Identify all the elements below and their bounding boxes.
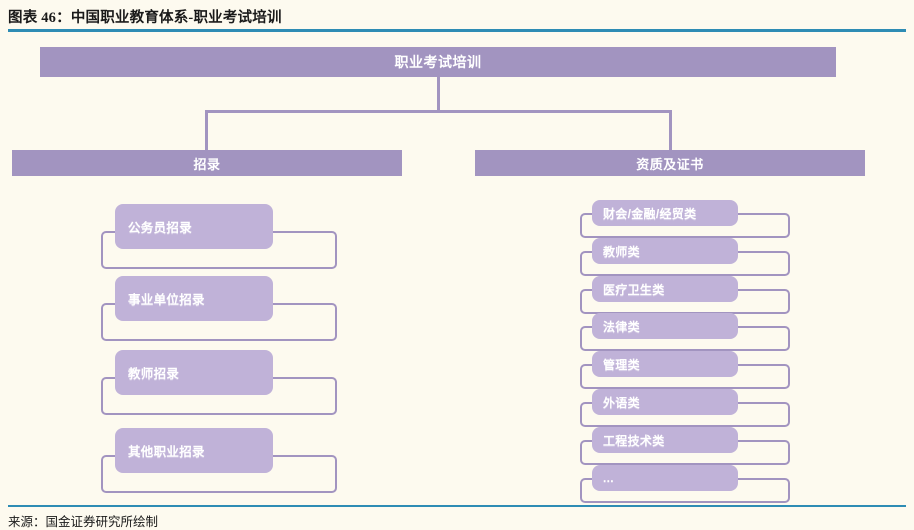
leaf-label: 事业单位招录: [115, 276, 273, 321]
connector-drop-left: [205, 110, 208, 150]
node-branch-certification[interactable]: 资质及证书: [475, 150, 865, 176]
leaf-label: 财会/金融/经贸类: [592, 200, 738, 226]
leaf-label: 公务员招录: [115, 204, 273, 249]
leaf-label: 管理类: [592, 351, 738, 377]
leaf-label: 工程技术类: [592, 427, 738, 453]
leaf-label: 其他职业招录: [115, 428, 273, 473]
leaf-label: 外语类: [592, 389, 738, 415]
connector-root-stem: [437, 77, 440, 113]
leaf-label: 法律类: [592, 313, 738, 339]
page-title: 图表 46：中国职业教育体系-职业考试培训: [8, 10, 282, 26]
leaf-label: ...: [592, 465, 738, 491]
connector-drop-right: [669, 110, 672, 150]
node-root[interactable]: 职业考试培训: [40, 47, 836, 77]
leaf-label: 教师类: [592, 238, 738, 264]
source-note: 来源：国金证券研究所绘制: [8, 515, 159, 529]
leaf-label: 医疗卫生类: [592, 276, 738, 302]
title-divider-top: [8, 29, 906, 32]
connector-horizontal: [205, 110, 672, 113]
source-divider-bottom: [8, 505, 906, 507]
node-branch-recruitment[interactable]: 招录: [12, 150, 402, 176]
leaf-label: 教师招录: [115, 350, 273, 395]
